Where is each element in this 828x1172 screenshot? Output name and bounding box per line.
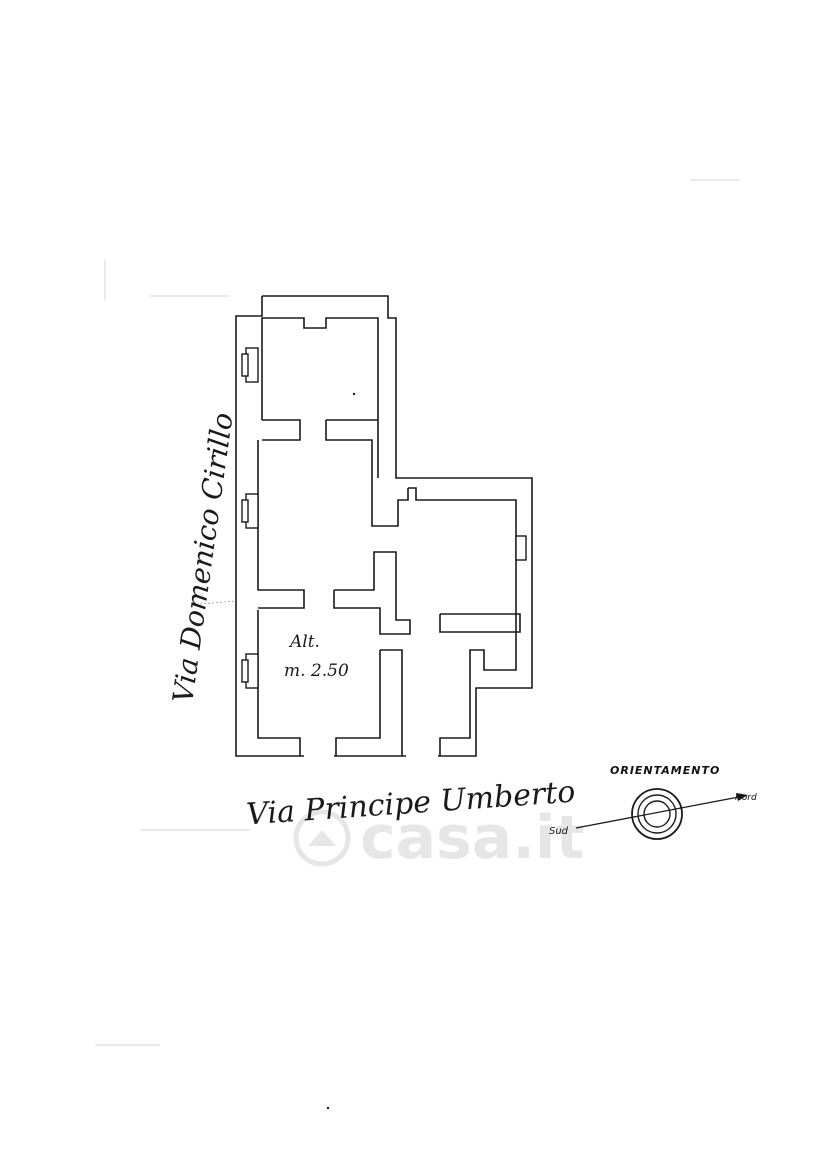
- north-label: Nord: [735, 793, 757, 803]
- floor-plan-walls: [235, 295, 533, 757]
- plan-dot: [352, 392, 356, 396]
- arrow-head-icon: [736, 793, 748, 801]
- south-label: Sud: [549, 826, 569, 837]
- height-note-value: m. 2.50: [284, 661, 349, 681]
- casa-it-watermark: casa.it: [293, 803, 584, 873]
- watermark-text: casa.it: [360, 803, 584, 873]
- street-label-left: Via Domenico Cirillo: [166, 411, 239, 705]
- orientation-title: ORIENTAMENTO: [610, 764, 720, 777]
- height-note-alt: Alt.: [288, 632, 320, 652]
- scan-marks: [95, 179, 740, 1046]
- scan-dot: [326, 1106, 330, 1110]
- compass-arrow: [575, 795, 745, 829]
- compass-rings-icon: [631, 788, 683, 840]
- orientation-compass: ORIENTAMENTO Sud Nord: [549, 764, 757, 840]
- left-facade-windows: [241, 347, 527, 689]
- house-icon: [293, 809, 351, 867]
